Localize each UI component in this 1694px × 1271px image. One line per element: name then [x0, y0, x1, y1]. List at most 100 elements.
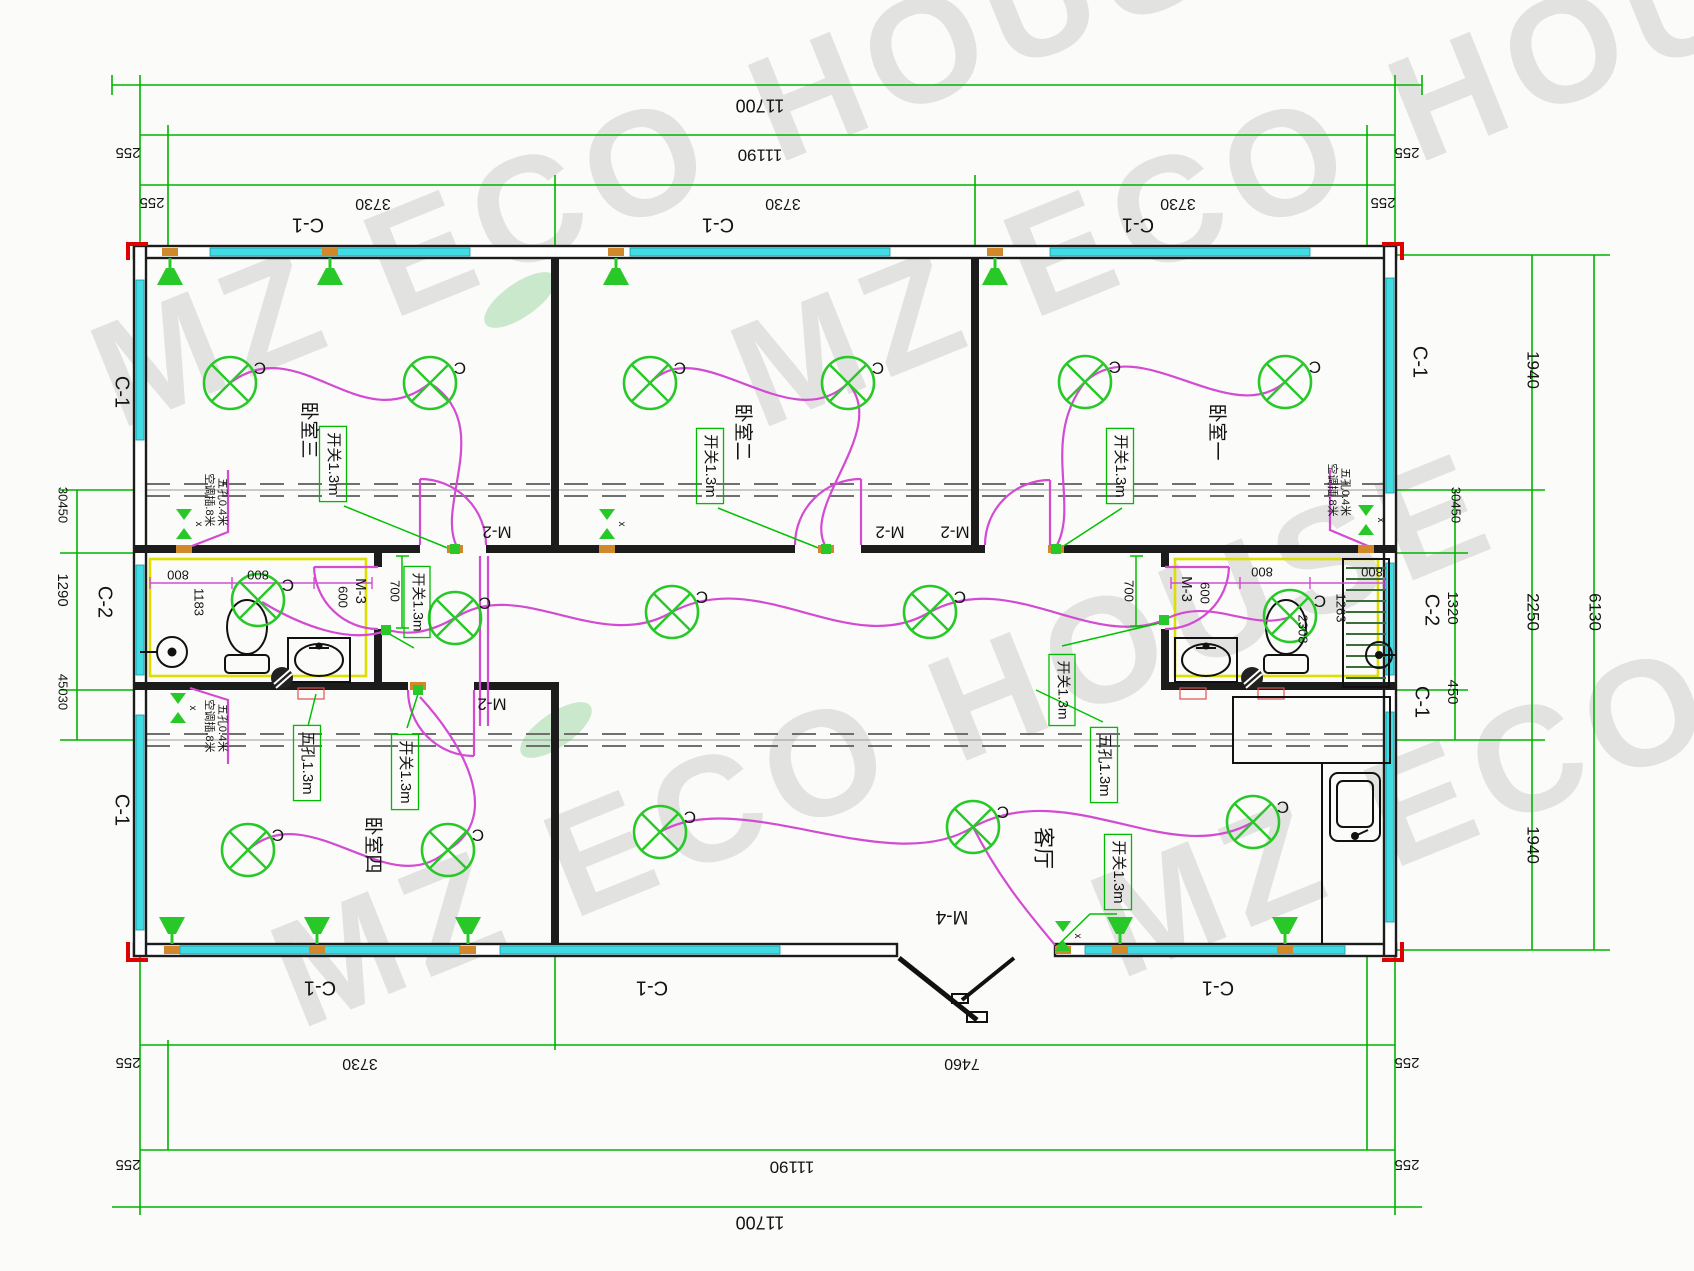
- module-joint-lines: [146, 483, 1384, 747]
- note-socket-living: 五孔1.3m: [1096, 733, 1113, 796]
- lamp-cross: [411, 364, 449, 402]
- lamp-label: C: [472, 826, 484, 845]
- wiring: [189, 365, 1369, 946]
- dim-top-3730-3: 3730: [1160, 195, 1196, 212]
- dim-bot-7460: 7460: [944, 1055, 980, 1072]
- dim-right-1940-top: 1940: [1524, 351, 1543, 389]
- dim-top-255-left: 255: [115, 144, 140, 161]
- wall-socket-icon: x: [1055, 921, 1083, 951]
- window-label-c1-left-top: C-1: [111, 376, 133, 408]
- door-label-m2-bed3: M-2: [482, 523, 511, 542]
- room-label-bedroom2: 卧室二: [732, 403, 754, 460]
- lamp-label: C: [282, 576, 294, 595]
- socket-tri: [599, 509, 615, 520]
- note-ac-right-top: 空调插.8米: [1326, 463, 1340, 516]
- socket-tri: [1055, 921, 1071, 932]
- window-label-c2-left: C-2: [94, 586, 116, 618]
- ceiling-lamp: C: [402, 355, 466, 411]
- ac-socket-icon: [304, 917, 330, 944]
- door-label-m2-bed2: M-2: [875, 523, 904, 542]
- socket-tri: [170, 712, 186, 723]
- socket-mount-mark: [987, 248, 1003, 256]
- room-label-livingroom: 客厅: [1031, 827, 1054, 869]
- corner-marks: [126, 242, 1404, 962]
- ceiling-lamp: C: [632, 804, 696, 860]
- door-label-m2-bed1: M-2: [940, 523, 969, 542]
- lamp-circle-icon: [622, 355, 678, 411]
- dim-right-6130: 6130: [1586, 593, 1605, 631]
- window-label-c1-bot1: C-1: [304, 977, 336, 999]
- dim-bathR-800b: 800: [1361, 565, 1383, 580]
- door-label-m2-bed4: M-2: [477, 695, 506, 714]
- lamp-label: C: [254, 359, 266, 378]
- dim-right-1320: 1320: [1444, 591, 1461, 624]
- socket-mount-mark: [599, 545, 615, 553]
- socket-tri: [1055, 940, 1071, 951]
- dim-bathR-600: 600: [1198, 582, 1213, 604]
- dim-bot-255-right: 255: [1394, 1054, 1419, 1071]
- lamp-label: C: [674, 359, 686, 378]
- label-box: [318, 425, 348, 503]
- dim-top-11700: 11700: [736, 95, 785, 115]
- label-box: [1105, 427, 1135, 505]
- label-box: [292, 724, 322, 802]
- ac-socket-body: [317, 268, 343, 285]
- lamp-circle-icon: [420, 822, 476, 878]
- lamp-cross: [239, 581, 277, 619]
- lamp-circle-icon: [820, 355, 876, 411]
- lamp-cross: [1271, 597, 1309, 635]
- socket-tri: [599, 528, 615, 539]
- room-label-bedroom4: 卧室四: [362, 816, 384, 873]
- socket-mount-mark: [164, 946, 180, 954]
- wall-socket-icon: x: [170, 693, 198, 723]
- window-label-c1-top3: C-1: [1122, 214, 1154, 236]
- socket-mount-mark: [1112, 946, 1128, 954]
- note-switch-bed3: 开关1.3m: [325, 432, 342, 495]
- lamp-label: C: [479, 594, 491, 613]
- socket-tri: [1358, 505, 1374, 516]
- dim-bathL-1183: 1183: [192, 588, 207, 616]
- window-label-c1-right-top: C-1: [1409, 346, 1431, 378]
- socket-x-mark: x: [1375, 518, 1386, 523]
- dim-hallL-700: 700: [388, 580, 403, 602]
- ceiling-lamp: C: [1257, 354, 1321, 410]
- lamp-label: C: [1109, 358, 1121, 377]
- ac-socket-body: [159, 917, 185, 934]
- ceiling-lamp: C: [644, 584, 708, 640]
- ac-socket-body: [455, 917, 481, 934]
- shower-head-left: [140, 636, 188, 668]
- room-label-bedroom3: 卧室三: [298, 401, 320, 458]
- lamp-label: C: [272, 826, 284, 845]
- dim-bot2-255-left: 255: [115, 1156, 140, 1173]
- door-m3-right: [1164, 565, 1231, 631]
- lamp-label: C: [1309, 358, 1321, 377]
- switch-dot: [1051, 544, 1061, 554]
- lamp-circle-icon: [1257, 354, 1313, 410]
- ac-socket-icon: [157, 258, 183, 285]
- door-label-m4-entry: M-4: [935, 906, 968, 927]
- door-label-m3-left: M-3: [352, 578, 369, 604]
- dim-top-255b-right: 255: [1370, 194, 1395, 211]
- ac-socket-body: [157, 268, 183, 285]
- door-m2-bed4: [406, 689, 476, 758]
- lamp-cross: [211, 364, 249, 402]
- window-label-c2-right: C-2: [1421, 594, 1443, 626]
- lamp-label: C: [454, 359, 466, 378]
- window-label-c1-right-bot: C-1: [1411, 686, 1433, 718]
- note-5hole-right-top: 五孔0.4米: [1339, 468, 1352, 516]
- lamp-circle-icon: [202, 355, 258, 411]
- lamp-circle-icon: [1225, 794, 1281, 850]
- lamp-circle-icon: [230, 572, 286, 628]
- lamp-circle-icon: [902, 584, 958, 640]
- dim-left-1290: 1290: [54, 573, 71, 606]
- note-switch-bed4: 开关1.3m: [397, 740, 414, 803]
- toilet-left: [224, 599, 270, 674]
- note-5hole-left-top: 五孔0.4米: [216, 478, 229, 526]
- ac-socket-icon: [982, 258, 1008, 285]
- door-m2-bed1: [983, 478, 1052, 546]
- ceiling-lamp: C: [622, 355, 686, 411]
- switch-dot: [450, 544, 460, 554]
